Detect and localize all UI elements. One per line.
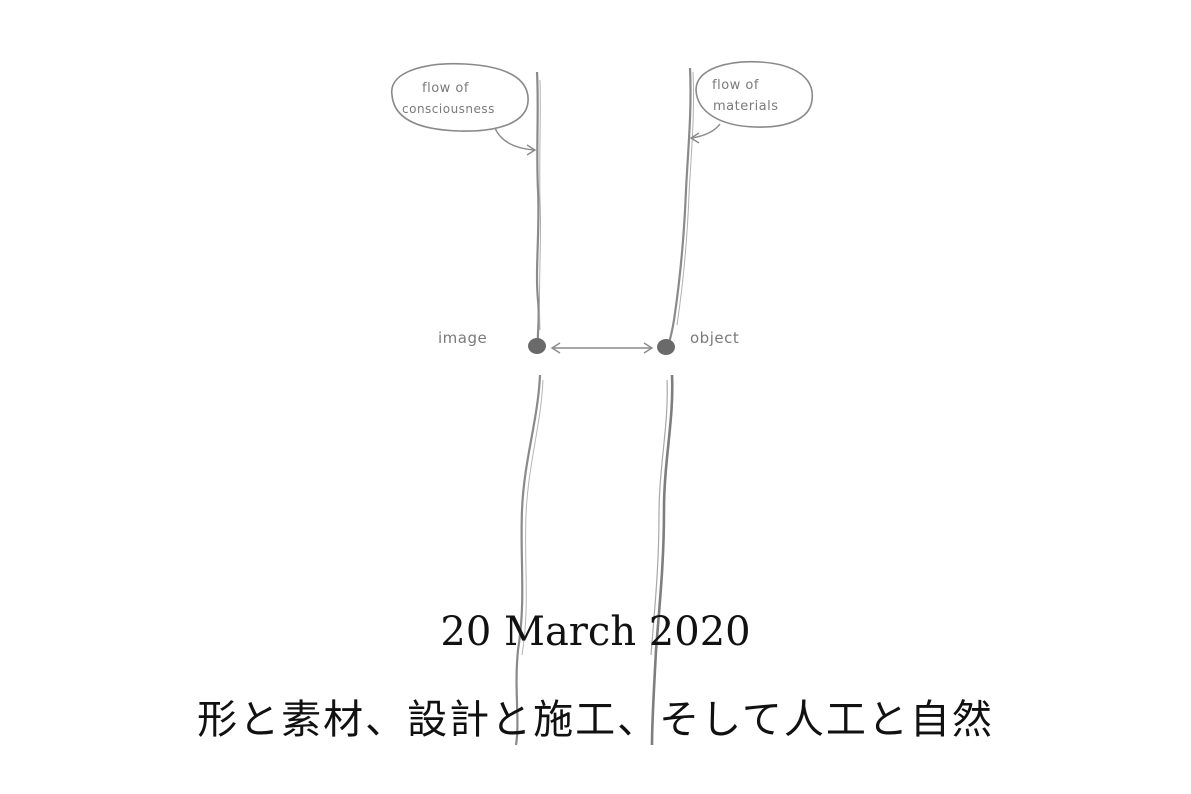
right-flow-line-upper	[666, 67, 692, 347]
right-flow-line-lower-shade	[650, 379, 668, 656]
bubble-left-arrow	[494, 127, 535, 151]
left-flow-line-upper	[535, 71, 540, 346]
bubble-left-line1: flow of	[422, 81, 469, 96]
left-flow-line-lower-shade	[521, 379, 544, 656]
post-title: 形と素材、設計と施工、そして人工と自然	[197, 697, 994, 743]
double-arrow-left-head	[550, 342, 561, 354]
object-dot	[657, 339, 675, 355]
bubble-right-line2: materials	[713, 99, 779, 114]
bubble-left-outline	[391, 62, 529, 132]
bubble-left-line2: consciousness	[402, 102, 495, 116]
left-flow-line-upper-shade	[538, 79, 542, 331]
bubble-right-arrow	[691, 123, 721, 139]
label-object: object	[690, 329, 739, 347]
right-flow-line-lower	[650, 374, 674, 746]
post-date: 20 March 2020	[440, 609, 751, 655]
bubble-right-arrowhead	[689, 132, 700, 144]
label-image: image	[438, 329, 487, 347]
bubble-right-line1: flow of	[712, 78, 759, 93]
double-arrow-right-head	[643, 342, 654, 354]
left-flow-line-lower	[514, 374, 542, 746]
bubble-right-outline	[695, 60, 814, 128]
image-dot	[528, 338, 546, 354]
bubble-left-arrowhead	[526, 144, 537, 156]
right-flow-line-upper-shade	[676, 71, 695, 326]
